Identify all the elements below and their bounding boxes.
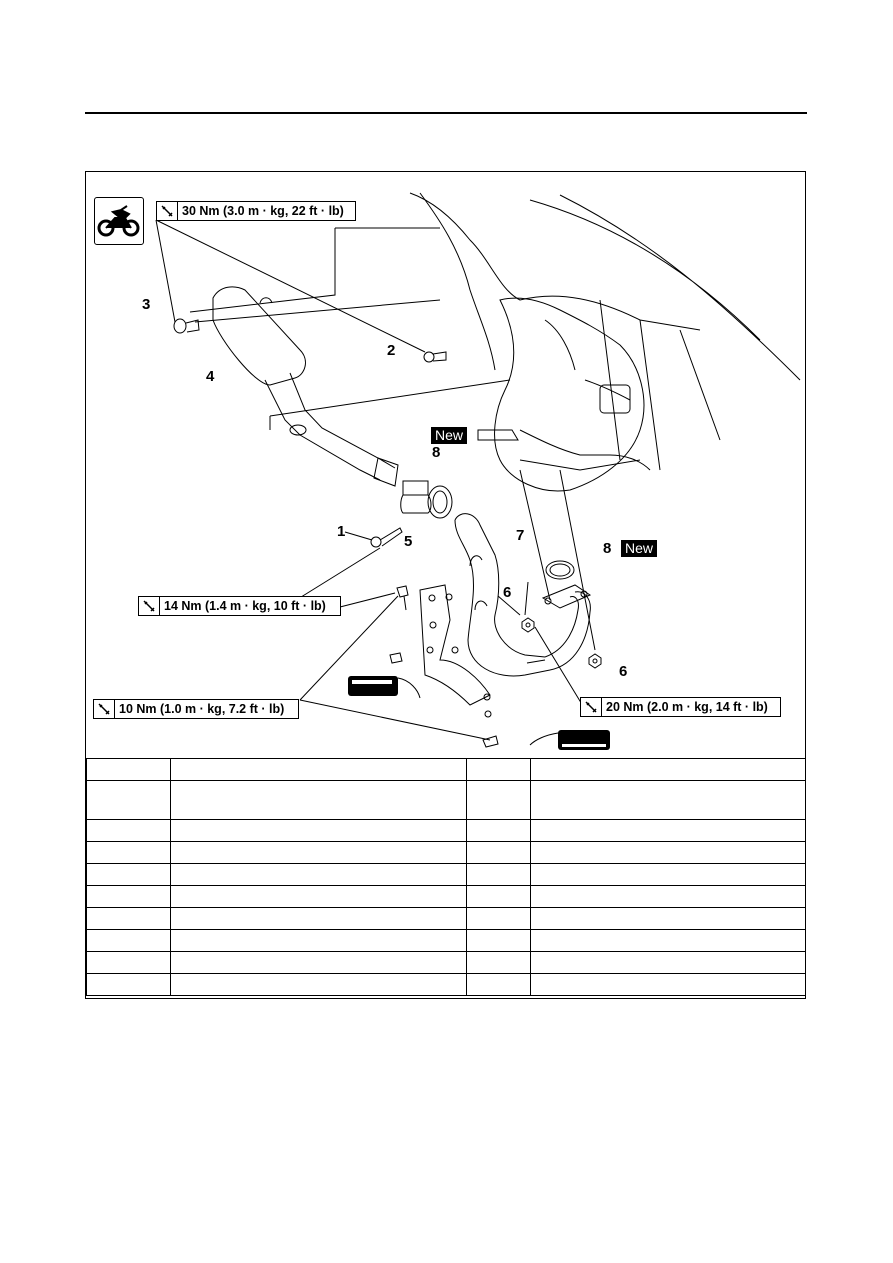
table-cell [530,885,806,908]
torque-wrench-icon [139,597,160,615]
new-badge-gasket-right: New [621,540,658,557]
table-cell [466,841,532,864]
table-cell [86,780,171,820]
torque-spec-30nm: 30 Nm (3.0 m · kg, 22 ft · lb) [156,201,356,221]
callout-7: 7 [516,527,525,544]
table-row [86,907,806,930]
motorcycle-icon [94,197,144,245]
table-cell [466,929,532,952]
callout-5: 5 [404,533,413,550]
table-row [86,758,806,781]
table-cell [169,819,468,842]
table-cell [530,758,806,781]
table-row [86,951,806,974]
table-cell [466,819,532,842]
new-badge-gasket-top: New [431,427,468,444]
table-cell [86,951,171,974]
table-cell [466,973,532,996]
torque-spec-14nm: 14 Nm (1.4 m · kg, 10 ft · lb) [138,596,341,616]
torque-wrench-icon [94,700,115,718]
table-row [86,863,806,886]
callout-3: 3 [142,296,151,313]
table-cell [86,907,171,930]
callout-8-top: 8 [432,444,441,461]
table-row [86,885,806,908]
table-cell [466,885,532,908]
table-cell [86,841,171,864]
table-cell [169,885,468,908]
table-cell [466,863,532,886]
table-cell [86,929,171,952]
table-cell [169,780,468,820]
torque-spec-10nm: 10 Nm (1.0 m · kg, 7.2 ft · lb) [93,699,299,719]
callout-2: 2 [387,342,396,359]
table-cell [530,819,806,842]
callout-1: 1 [337,523,346,540]
table-row [86,819,806,842]
torque-spec-30nm-text: 30 Nm (3.0 m · kg, 22 ft · lb) [182,204,344,218]
table-cell [466,907,532,930]
torque-wrench-icon [157,202,178,220]
table-cell [530,780,806,820]
header-rule [85,112,807,114]
table-cell [169,951,468,974]
table-cell [530,863,806,886]
callout-4: 4 [206,368,215,385]
table-row [86,780,806,820]
tool-block-left [348,676,398,696]
torque-spec-14nm-text: 14 Nm (1.4 m · kg, 10 ft · lb) [164,599,326,613]
table-cell [169,907,468,930]
table-cell [466,780,532,820]
table-cell [86,758,171,781]
table-cell [530,973,806,996]
torque-spec-10nm-text: 10 Nm (1.0 m · kg, 7.2 ft · lb) [119,702,285,716]
table-cell [86,885,171,908]
torque-wrench-icon [581,698,602,716]
table-cell [466,951,532,974]
table-cell [466,758,532,781]
table-cell [530,929,806,952]
torque-spec-20nm: 20 Nm (2.0 m · kg, 14 ft · lb) [580,697,781,717]
table-cell [530,841,806,864]
table-row [86,841,806,864]
table-cell [530,951,806,974]
table-cell [169,973,468,996]
table-cell [169,758,468,781]
table-cell [86,863,171,886]
diagram-frame [85,171,806,999]
callout-8-right: 8 [603,540,612,557]
torque-spec-20nm-text: 20 Nm (2.0 m · kg, 14 ft · lb) [606,700,768,714]
table-cell [86,973,171,996]
table-cell [530,907,806,930]
table-cell [169,929,468,952]
table-row [86,929,806,952]
table-cell [86,819,171,842]
table-row [86,973,806,996]
parts-table [86,758,806,996]
callout-6-left: 6 [503,584,512,601]
table-cell [169,841,468,864]
table-cell [169,863,468,886]
callout-6-right: 6 [619,663,628,680]
